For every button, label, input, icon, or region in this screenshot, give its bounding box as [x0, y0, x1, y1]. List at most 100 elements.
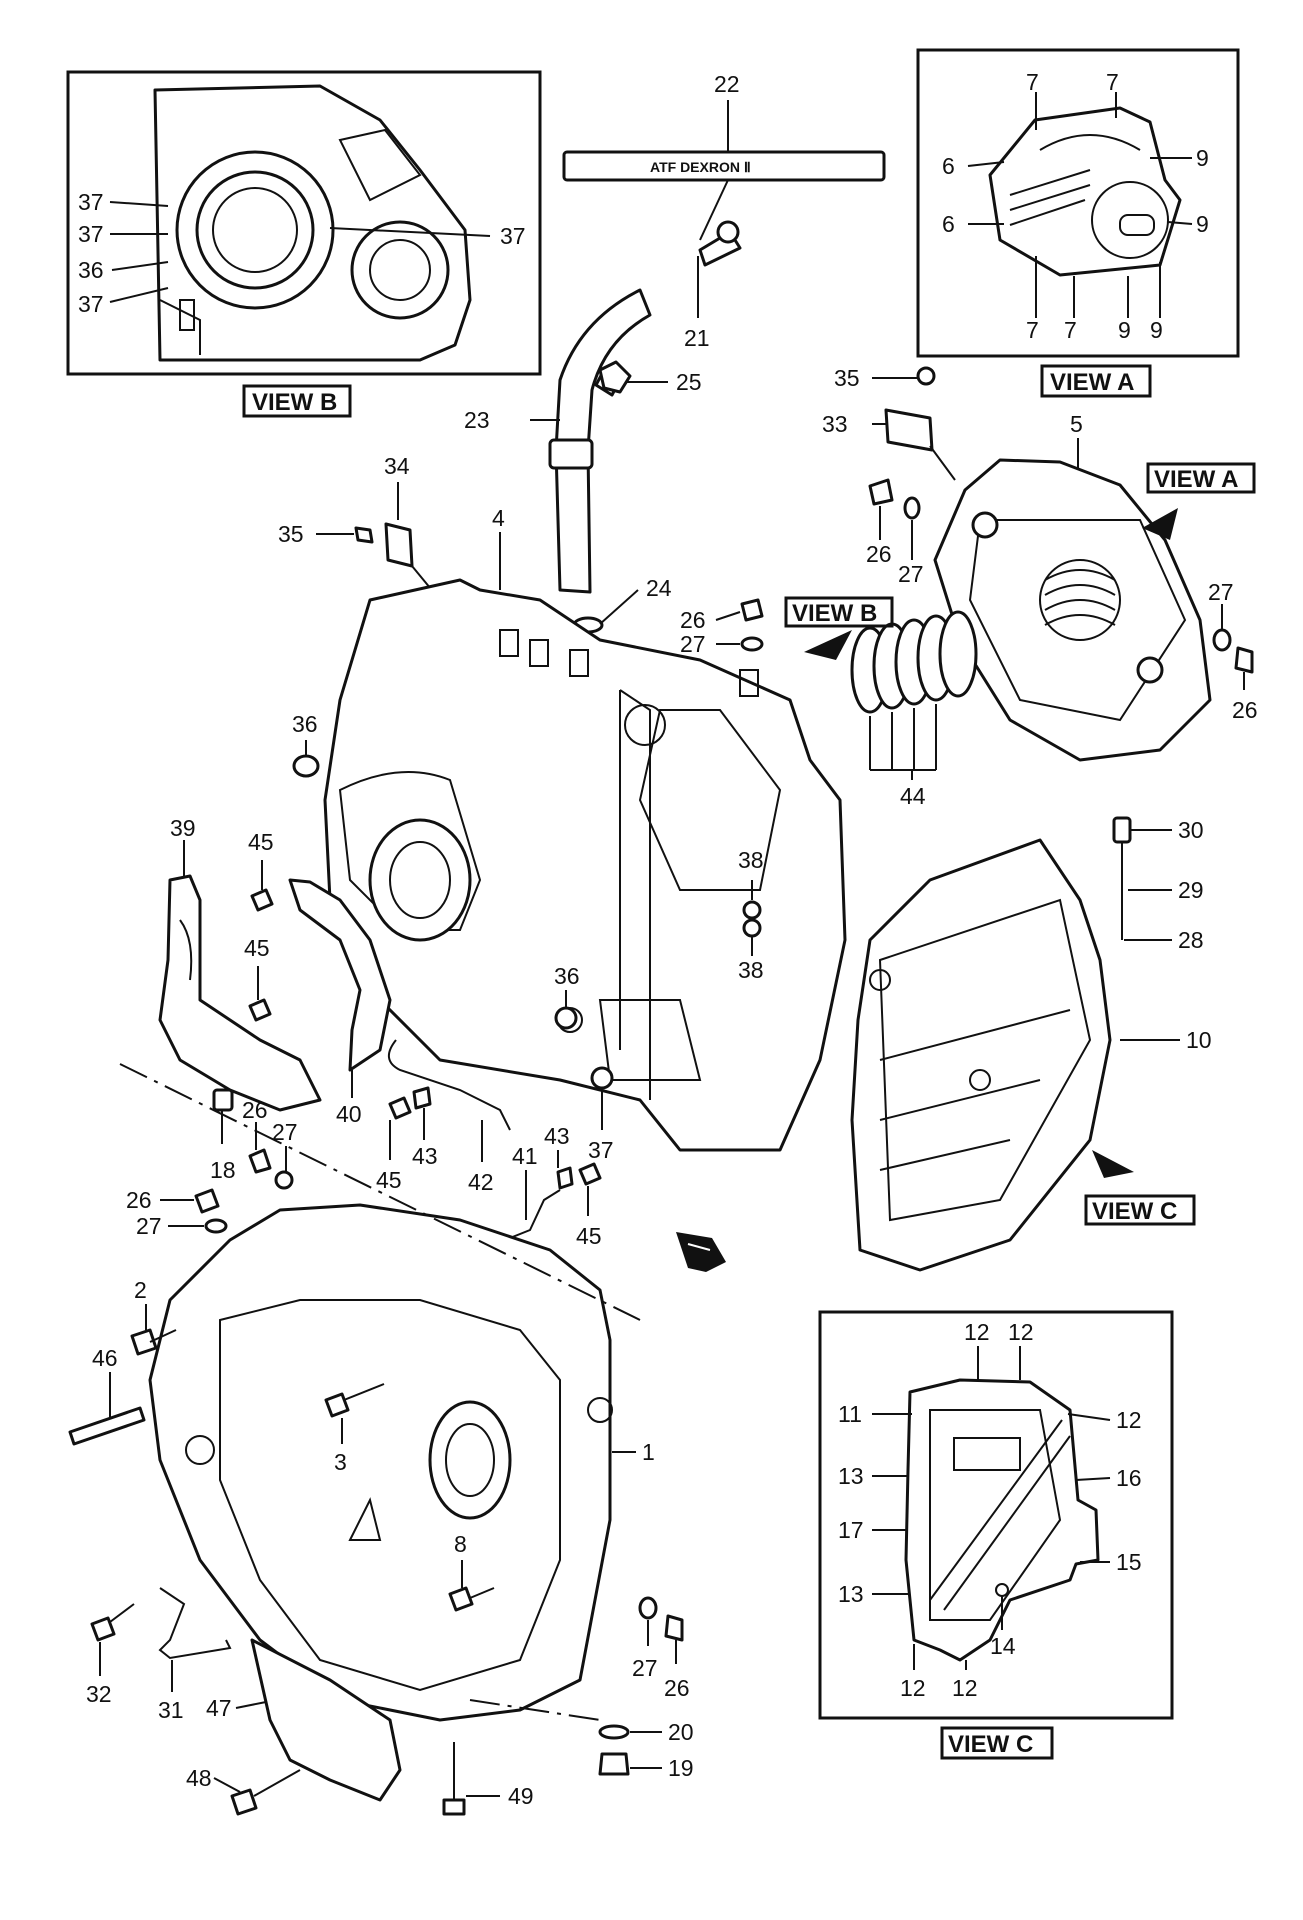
callout-37: 37: [588, 1137, 614, 1163]
plug-26-27-right: [1212, 604, 1254, 690]
view-c-caption: VIEW C: [948, 1731, 1033, 1758]
callout-view-a-6: 6: [942, 153, 955, 179]
plug-26-27-lower-right: [638, 1596, 684, 1664]
atf-banner: ATF DEXRON Ⅱ 22: [562, 71, 886, 241]
bracket-31: [158, 1587, 232, 1692]
callout-38: 38: [738, 957, 764, 983]
callout-35: 35: [278, 521, 304, 547]
callout-34: 34: [384, 453, 410, 479]
bolt-25: [598, 360, 668, 394]
callout-45: 45: [376, 1167, 402, 1193]
callout-view-b-37: 37: [78, 291, 104, 317]
callout-32: 32: [86, 1681, 112, 1707]
callout-view-c-17: 17: [838, 1517, 864, 1543]
callout-26: 26: [1232, 697, 1258, 723]
callout-view-a-9: 9: [1196, 211, 1209, 237]
callout-49: 49: [508, 1783, 534, 1809]
callout-1: 1: [642, 1439, 655, 1465]
callout-43: 43: [544, 1123, 570, 1149]
callout-view-c-14: 14: [990, 1633, 1016, 1659]
callout-48: 48: [186, 1765, 212, 1791]
callout-26: 26: [664, 1675, 690, 1701]
callout-39: 39: [170, 815, 196, 841]
view-b-arrow-caption: VIEW B: [792, 600, 877, 627]
bolt-8: [448, 1560, 495, 1612]
union-43-left: [412, 1086, 432, 1140]
sensor-34: [316, 482, 441, 601]
plugs-38: [742, 880, 762, 956]
speed-sensor-33: [872, 366, 956, 481]
callout-33: 33: [822, 411, 848, 437]
bolt-45-pipe: [388, 1096, 412, 1160]
bolt-2: [130, 1304, 177, 1356]
plug-26-27-lower-left: [160, 1188, 228, 1234]
dipstick-and-tube: [530, 220, 742, 634]
callout-36: 36: [292, 711, 318, 737]
callout-view-a-9: 9: [1150, 317, 1163, 343]
callout-view-c-12: 12: [1008, 1319, 1034, 1345]
callout-view-c-11: 11: [838, 1401, 862, 1427]
front-mark-arrow: [676, 1232, 726, 1272]
callout-20: 20: [668, 1719, 694, 1745]
callout-view-c-12: 12: [952, 1675, 978, 1701]
callout-46: 46: [92, 1345, 118, 1371]
callout-38: 38: [738, 847, 764, 873]
bolt-3: [324, 1383, 385, 1444]
view-b-caption: VIEW B: [252, 389, 337, 416]
callout-8: 8: [454, 1531, 467, 1557]
callout-24: 24: [646, 575, 672, 601]
callout-26: 26: [126, 1187, 152, 1213]
plug-36-lower: [554, 990, 578, 1030]
callout-42: 42: [468, 1169, 494, 1195]
callout-31: 31: [158, 1697, 184, 1723]
view-b-leaders: [109, 201, 491, 303]
callout-18: 18: [210, 1157, 236, 1183]
callout-view-a-7: 7: [1064, 317, 1077, 343]
callout-view-c-13: 13: [838, 1463, 864, 1489]
callout-view-c-12: 12: [1116, 1407, 1142, 1433]
view-b-inset: 37 37 36 37 37 VIEW B: [66, 70, 542, 418]
callout-28: 28: [1178, 927, 1204, 953]
view-c-inset: 12 12 11 12 13 16 17 15 13 14 12 12 VIEW…: [818, 1310, 1174, 1760]
callout-3: 3: [334, 1449, 347, 1475]
plug-18-26-27: [212, 1088, 294, 1190]
view-c-arrow-caption: VIEW C: [1092, 1198, 1177, 1225]
plug-26-27-upper: [868, 478, 921, 560]
view-b-tag: VIEW B: [784, 596, 894, 660]
view-a-leaders: [967, 92, 1193, 318]
callout-view-a-7: 7: [1026, 317, 1039, 343]
callout-view-c-16: 16: [1116, 1465, 1142, 1491]
callout-27: 27: [632, 1655, 658, 1681]
callout-26: 26: [242, 1097, 268, 1123]
callout-36: 36: [554, 963, 580, 989]
callout-view-b-37: 37: [500, 223, 526, 249]
callout-view-a-9: 9: [1118, 317, 1131, 343]
rod-28-30: [1112, 816, 1172, 941]
callout-22: 22: [714, 71, 740, 97]
callout-view-a-7: 7: [1026, 69, 1039, 95]
callout-19: 19: [668, 1755, 694, 1781]
callout-4: 4: [492, 505, 505, 531]
callout-view-b-37: 37: [78, 221, 104, 247]
atf-banner-text: ATF DEXRON Ⅱ: [650, 159, 751, 175]
plug-36-upper: [292, 740, 320, 778]
callout-5: 5: [1070, 411, 1083, 437]
bolt-32: [90, 1603, 135, 1676]
callout-view-c-15: 15: [1116, 1549, 1142, 1575]
pipe-42: [388, 1039, 511, 1162]
callout-30: 30: [1178, 817, 1204, 843]
callout-26: 26: [680, 607, 706, 633]
callout-35: 35: [834, 365, 860, 391]
callout-26: 26: [866, 541, 892, 567]
plug-26-27-center: [715, 598, 764, 652]
callout-41: 41: [512, 1143, 538, 1169]
callout-40: 40: [336, 1101, 362, 1127]
callout-29: 29: [1178, 877, 1204, 903]
callout-23: 23: [464, 407, 490, 433]
stud-46: [68, 1372, 146, 1446]
callout-44: 44: [900, 783, 926, 809]
bolt-48: [213, 1769, 301, 1816]
view-c-tag: VIEW C: [1084, 1150, 1196, 1226]
drain-plug-19-20: [598, 1724, 662, 1776]
